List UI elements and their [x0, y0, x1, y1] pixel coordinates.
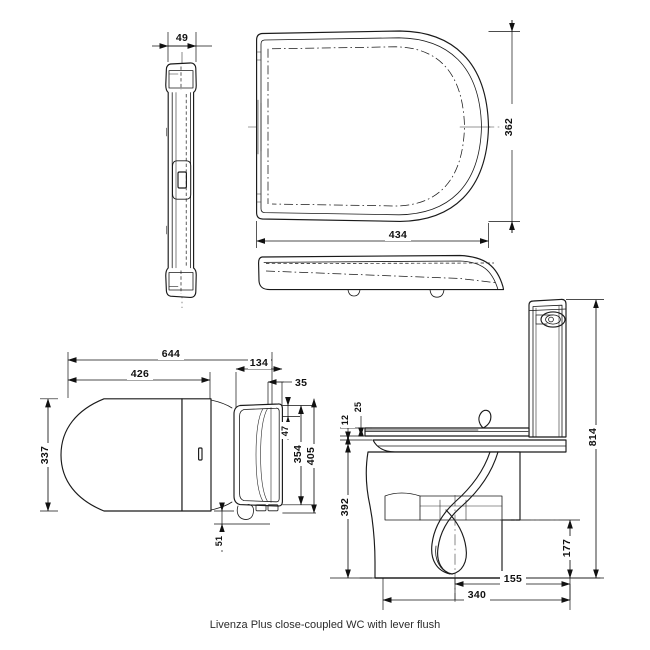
- seat-front-outline: [258, 254, 505, 291]
- seat-front-dashed-top: [265, 262, 495, 264]
- dimension-label-426: 426: [131, 368, 149, 380]
- wc-plan-neck-top: [210, 399, 233, 409]
- seat-plan-inner-outline: [260, 37, 482, 216]
- wc-plan-pan-rear-block: [181, 398, 212, 512]
- dimension-label-177: 177: [561, 539, 573, 557]
- dimension-644: 644: [67, 346, 273, 363]
- seat-side-buffer-outer: [172, 160, 192, 200]
- wc-trap-return-curve: [445, 509, 467, 575]
- seat-front-inner-edge: [263, 260, 499, 290]
- seat-front-dashdot: [265, 270, 499, 284]
- dimension-49: 49: [152, 32, 212, 62]
- lever-flush-mechanism[interactable]: [535, 311, 566, 328]
- dimension-label-405: 405: [305, 447, 317, 465]
- dimension-label-47: 47: [280, 426, 290, 436]
- dimension-label-25: 25: [353, 402, 363, 412]
- dimension-426: 426: [67, 366, 211, 383]
- seat-side-buffer-inner: [177, 171, 187, 189]
- dimension-label-644: 644: [162, 348, 180, 360]
- wc-plan-cistern-lid-curve: [255, 408, 264, 502]
- seat-plan-view: 362: [248, 20, 521, 233]
- wc-plan-fitting-block-1: [255, 504, 267, 512]
- dimension-label-12: 12: [340, 415, 350, 425]
- wc-plan-view: 644 426 134 35: [39, 346, 322, 552]
- dimension-337: 337: [39, 398, 57, 512]
- wc-plan-outlet-fitting: [236, 504, 254, 520]
- seat-side-top-bracket: [168, 70, 194, 89]
- wc-plan-cistern-outline: [233, 403, 283, 507]
- flush-lever-pivot: [548, 316, 554, 323]
- dimension-label-354: 354: [292, 445, 304, 463]
- dimension-392: 392: [330, 443, 372, 579]
- dimension-label-35: 35: [295, 377, 307, 389]
- dimension-label-337: 337: [39, 446, 51, 464]
- wc-side-elevation: 25 12 392 814 177: [330, 298, 604, 610]
- seat-plan-aperture-dashdot: [271, 46, 465, 207]
- flush-lever-plate[interactable]: [540, 311, 566, 328]
- wc-plan-fitting-block-2: [267, 504, 279, 512]
- dimension-340: 340: [382, 578, 571, 610]
- dimension-label-49: 49: [176, 32, 188, 44]
- dimension-177: 177: [500, 519, 580, 579]
- drawing-caption: Livenza Plus close-coupled WC with lever…: [210, 619, 441, 631]
- dimension-label-155: 155: [504, 573, 522, 585]
- dimension-label-434: 434: [389, 229, 407, 241]
- wc-cistern-inner: [532, 304, 563, 438]
- dimension-155: 155: [454, 571, 571, 600]
- dimension-134: 134: [235, 356, 283, 372]
- dimension-47: 47: [280, 396, 295, 440]
- dimension-12: 12: [340, 412, 355, 445]
- dimension-label-392: 392: [339, 498, 351, 516]
- wc-cistern-outline: [528, 298, 567, 438]
- dimension-label-134: 134: [250, 357, 268, 369]
- wc-seat-lid-outline: [364, 409, 530, 437]
- wc-trap-return-inner: [435, 545, 451, 575]
- wc-plan-cistern-inner: [239, 407, 280, 503]
- dimension-label-51: 51: [214, 536, 224, 546]
- dimension-25: 25: [353, 398, 368, 437]
- seat-front-view: [258, 254, 505, 298]
- seat-plan-outer-outline: [256, 30, 490, 222]
- wc-cistern-lid-seam: [528, 308, 567, 312]
- dimension-label-340: 340: [468, 589, 486, 601]
- wc-pan-shoulder: [384, 492, 421, 521]
- wc-trap-outer-curve: [437, 451, 499, 575]
- seat-side-view: 49: [152, 32, 212, 308]
- seat-side-outline: [165, 62, 197, 298]
- dimension-405: 405: [305, 398, 322, 514]
- dimension-434: 434: [256, 221, 489, 248]
- dimension-362: 362: [488, 20, 521, 233]
- dimension-354: 354: [292, 405, 309, 506]
- wc-plan-cistern-lid-curve-2: [260, 408, 268, 502]
- seat-front-bumper-left: [347, 289, 361, 297]
- wc-plan-flush-slot: [198, 447, 203, 461]
- dimension-51: 51: [214, 502, 270, 552]
- seat-side-bottom-bracket: [168, 272, 194, 291]
- wc-plan-pan-outline: [60, 398, 183, 512]
- wc-trap-inner-curve: [431, 451, 491, 575]
- dimension-label-362: 362: [503, 118, 515, 136]
- dimension-35: 35: [267, 377, 307, 389]
- seat-front-bumper-right: [429, 289, 445, 298]
- dimension-label-814: 814: [587, 428, 599, 446]
